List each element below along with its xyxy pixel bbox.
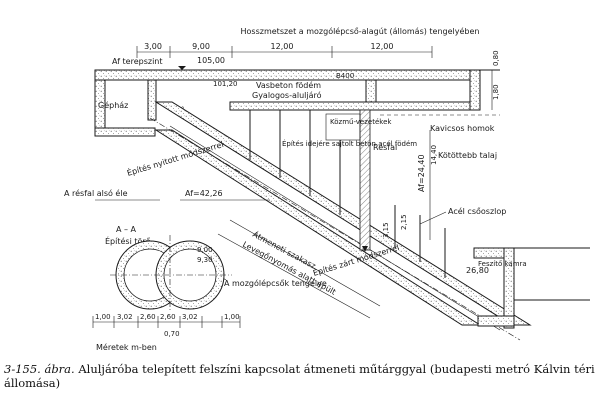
machine-room-right-wall	[147, 79, 157, 121]
tension-chamber-label: Feszítő kamra	[478, 259, 527, 268]
tension-chamber-wall	[503, 247, 515, 329]
reinforced-slab-label: Vasbeton födém	[256, 80, 321, 90]
escalator-axis-line	[149, 117, 521, 341]
section-dimension-chain: 1,00 3,02 2,60 2,60 3,02 1,00 0,70	[92, 313, 241, 338]
level-2680-label: 26,80	[466, 266, 489, 275]
inner-beam	[365, 79, 377, 103]
b400-label: B400	[336, 72, 354, 80]
cross-section-a-a: A – A Építési törő 9,00 9,30	[105, 225, 232, 312]
ground-level-label: Af terepszint	[112, 57, 163, 66]
level-101-label: 101,20	[213, 80, 238, 88]
section-radius-1: 9,00	[197, 246, 213, 254]
cohesive-soil-label: Kötöttebb talaj	[438, 151, 497, 160]
level-2440-label: Af=24,40	[417, 154, 426, 192]
top-dimension-chain: 3,00 9,00 12,00 12,00	[136, 42, 433, 58]
sec-dim-5: 3,02	[182, 313, 198, 321]
temporary-posts	[249, 110, 446, 278]
roof-slab	[94, 69, 481, 81]
utility-label: Közmű-vezetékek	[330, 117, 392, 126]
figure-caption-text: Aluljáróba telepített felszíni kapcsolat…	[4, 362, 595, 390]
underpass-right-wall	[469, 69, 481, 111]
underpass-floor-slab	[229, 101, 481, 111]
longitudinal-section-drawing: Hosszmetszet a mozgólépcső-alagút (állom…	[64, 26, 590, 352]
section-aa-title: A – A	[116, 225, 137, 234]
right-vertical-dims: 0,80 1,80 14,40	[429, 50, 500, 240]
utility-duct-box	[325, 113, 361, 141]
dim-1440: 14,40	[430, 145, 438, 165]
tension-chamber-floor	[477, 315, 515, 327]
diaphragm-wall	[359, 109, 371, 251]
steel-column-label: Acél csőoszlop	[448, 206, 506, 216]
sec-dim-bottom: 0,70	[164, 330, 180, 338]
machine-room-label: Gépház	[98, 100, 128, 110]
top-dim-2: 9,00	[192, 42, 210, 51]
construction-breaker-label: Építési törő	[105, 235, 151, 246]
dim-180: 1,80	[492, 84, 500, 100]
machine-room-floor	[94, 127, 156, 137]
dim-080: 0,80	[492, 50, 500, 66]
sandy-gravel-label: Kavicsos homok	[430, 124, 495, 133]
level-4226-label: Af=42,26	[185, 189, 223, 198]
dim-2-15-label: 2,15	[400, 214, 408, 230]
sec-dim-4: 2,60	[160, 313, 176, 321]
ground-level: Af terepszint 105,00	[95, 56, 500, 71]
level-105: 105,00	[197, 56, 225, 65]
diaphragm-wall-label: Résfal	[373, 142, 397, 152]
drawing-title: Hosszmetszet a mozgólépcső-alagút (állom…	[241, 26, 480, 36]
pedestrian-underpass-label: Gyalogos-aluljáró	[252, 90, 322, 100]
sec-dim-6: 1,00	[224, 313, 240, 321]
top-dim-4: 12,00	[371, 42, 394, 51]
sec-dim-2: 3,02	[117, 313, 133, 321]
sec-dim-3: 2,60	[140, 313, 156, 321]
escalator-axis-label: A mozgólépcsők tengelye	[224, 278, 327, 288]
figure-caption: 3-155. ábra. Aluljáróba telepített felsz…	[4, 362, 596, 390]
figure-number: 3-155. ábra.	[4, 362, 75, 376]
units-note: Méretek m-ben	[96, 342, 157, 352]
top-dim-3: 12,00	[271, 42, 294, 51]
temporary-slab-label: Építés idejére sajtolt beton acél födém	[282, 139, 417, 148]
top-dim-1: 3,00	[144, 42, 162, 51]
dim-3-15-label: 3,15	[382, 222, 390, 238]
sec-dim-1: 1,00	[95, 313, 111, 321]
section-radius-2: 9,30	[197, 256, 213, 264]
wall-bottom-label-1: A résfal alsó éle	[64, 188, 128, 198]
